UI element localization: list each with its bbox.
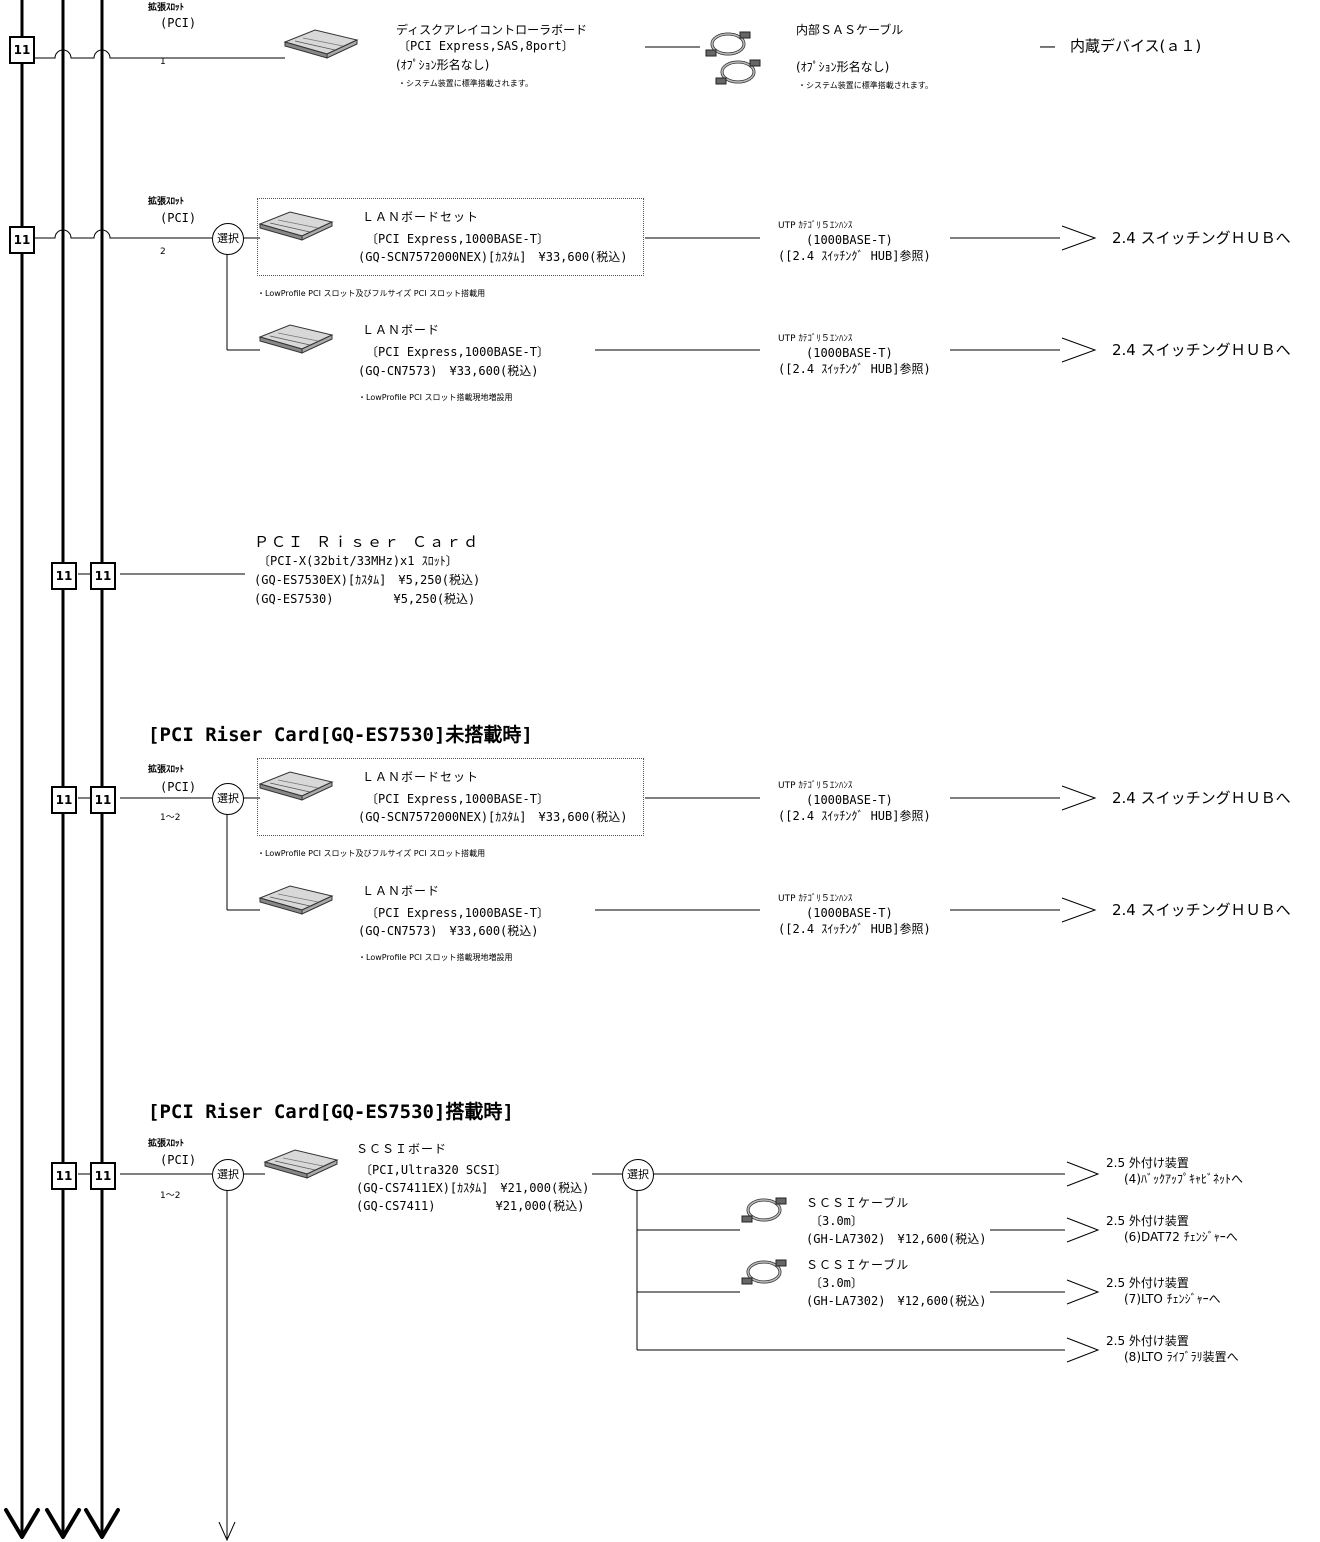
section-heading-without-riser: [PCI Riser Card[GQ-ES7530]未搭載時] [148,724,533,746]
utp-cable-l2: (1000BASE-T) [806,233,893,247]
section-heading-with-riser: [PCI Riser Card[GQ-ES7530]搭載時] [148,1101,514,1123]
utp-cable-l3: ([2.4 ｽｲｯﾁﾝｸﾞ HUB]参照) [778,922,931,936]
select-node: 選択 [212,1159,244,1191]
select-node: 選択 [212,783,244,815]
select-node: 選択 [212,223,244,255]
lan-board-note: ・LowProfile PCI スロット搭載現地増設用 [358,393,513,402]
utp-cable-l3: ([2.4 ｽｲｯﾁﾝｸﾞ HUB]参照) [778,809,931,823]
utp-cable-l2: (1000BASE-T) [806,793,893,807]
scsi-cable-length: 〔3.0m〕 [810,1214,863,1228]
scsi-board-model2: (GQ-CS7411) ¥21,000(税込) [356,1199,585,1213]
bus-label-11: 11 [51,562,77,590]
slot-title: 拡張ｽﾛｯﾄ [148,1139,185,1149]
utp-cable-l3: ([2.4 ｽｲｯﾁﾝｸﾞ HUB]参照) [778,362,931,376]
lan-board-note: ・LowProfile PCI スロット搭載現地増設用 [358,953,513,962]
riser-card-spec: 〔PCI-X(32bit/33MHz)x1 ｽﾛｯﾄ〕 [258,554,458,568]
disk-array-board-spec: 〔PCI Express,SAS,8port〕 [398,39,574,53]
utp-cable-l3: ([2.4 ｽｲｯﾁﾝｸﾞ HUB]参照) [778,249,931,263]
slot-title: 拡張ｽﾛｯﾄ [148,3,185,13]
switching-hub-dest: 2.4 スイッチングＨＵＢへ [1112,229,1291,247]
external-dest3-l2: (7)LTO ﾁｪﾝｼﾞｬｰへ [1124,1292,1221,1306]
switching-hub-dest: 2.4 スイッチングＨＵＢへ [1112,789,1291,807]
utp-cable-l1: UTP ｶﾃｺﾞﾘ５ｴﾝﾊﾝｽ [778,221,853,231]
sas-cable-name: 内部ＳＡＳケーブル [796,23,904,37]
lan-board-model: (GQ-CN7573) ¥33,600(税込) [358,364,539,378]
riser-card-model1: (GQ-ES7530EX)[ｶｽﾀﾑ] ¥5,250(税込) [254,573,481,587]
slot-number: 2 [160,247,166,257]
lan-board-set-note: ・LowProfile PCI スロット及びフルサイズ PCI スロット搭載用 [257,849,486,858]
slot-type: (PCI) [160,211,197,225]
scsi-cable-model: (GH-LA7302) ¥12,600(税込) [806,1294,987,1308]
switching-hub-dest: 2.4 スイッチングＨＵＢへ [1112,341,1291,359]
external-dest1-l1: 2.5 外付け装置 [1106,1156,1189,1170]
scsi-cable-model: (GH-LA7302) ¥12,600(税込) [806,1232,987,1246]
bus-label-11: 11 [9,36,35,64]
scsi-cable-name: ＳＣＳＩケーブル [806,1258,910,1272]
slot-type: (PCI) [160,780,197,794]
slot-title: 拡張ｽﾛｯﾄ [148,765,185,775]
slot-number: 1～2 [160,1191,181,1201]
lan-board-name: ＬＡＮボード [362,323,441,337]
lan-board-spec: 〔PCI Express,1000BASE-T〕 [366,345,549,359]
bus-label-11: 11 [51,1162,77,1190]
disk-array-board-option: (ｵﾌﾟｼｮﾝ形名なし) [396,58,490,72]
lan-board-set-name: ＬＡＮボードセット [362,770,480,784]
scsi-board-name: ＳＣＳＩボード [356,1142,448,1156]
lan-board-set-model: (GQ-SCN7572000NEX)[ｶｽﾀﾑ] ¥33,600(税込) [358,250,628,264]
lan-board-model: (GQ-CN7573) ¥33,600(税込) [358,924,539,938]
external-dest2-l1: 2.5 外付け装置 [1106,1214,1189,1228]
slot-number: 1 [160,57,166,67]
lan-board-set-note: ・LowProfile PCI スロット及びフルサイズ PCI スロット搭載用 [257,289,486,298]
scsi-board-spec: 〔PCI,Ultra320 SCSI〕 [360,1163,507,1177]
utp-cable-l2: (1000BASE-T) [806,906,893,920]
external-dest4-l1: 2.5 外付け装置 [1106,1334,1189,1348]
switching-hub-dest: 2.4 スイッチングＨＵＢへ [1112,901,1291,919]
lan-board-set-box [257,198,644,276]
bus-label-11: 11 [90,786,116,814]
lan-board-set-model: (GQ-SCN7572000NEX)[ｶｽﾀﾑ] ¥33,600(税込) [358,810,628,824]
slot-title: 拡張ｽﾛｯﾄ [148,197,185,207]
lan-board-spec: 〔PCI Express,1000BASE-T〕 [366,906,549,920]
utp-cable-l1: UTP ｶﾃｺﾞﾘ５ｴﾝﾊﾝｽ [778,781,853,791]
slot-number: 1～2 [160,813,181,823]
lan-board-set-name: ＬＡＮボードセット [362,210,480,224]
riser-card-model2: (GQ-ES7530) ¥5,250(税込) [254,592,476,606]
disk-array-board-note: ・システム装置に標準搭載されます。 [398,79,533,88]
select-node: 選択 [622,1159,654,1191]
external-dest4-l2: (8)LTO ﾗｲﾌﾞﾗﾘ装置へ [1124,1350,1239,1364]
lan-board-set-box [257,758,644,836]
lan-board-set-spec: 〔PCI Express,1000BASE-T〕 [366,792,549,806]
sas-cable-note: ・システム装置に標準搭載されます。 [798,81,933,90]
riser-card-name: ＰＣＩ Ｒｉｓｅｒ Ｃａｒｄ [254,533,481,551]
scsi-board-model1: (GQ-CS7411EX)[ｶｽﾀﾑ] ¥21,000(税込) [356,1181,590,1195]
lan-board-name: ＬＡＮボード [362,884,441,898]
utp-cable-l2: (1000BASE-T) [806,346,893,360]
sas-cable-option: (ｵﾌﾟｼｮﾝ形名なし) [796,60,890,74]
external-dest2-l2: (6)DAT72 ﾁｪﾝｼﾞｬｰへ [1124,1230,1238,1244]
bus-label-11: 11 [51,786,77,814]
external-dest1-l2: (4)ﾊﾞｯｸｱｯﾌﾟｷｬﾋﾞﾈｯﾄへ [1124,1172,1243,1186]
utp-cable-l1: UTP ｶﾃｺﾞﾘ５ｴﾝﾊﾝｽ [778,894,853,904]
utp-cable-l1: UTP ｶﾃｺﾞﾘ５ｴﾝﾊﾝｽ [778,334,853,344]
bus-label-11: 11 [90,1162,116,1190]
disk-array-board-name: ディスクアレイコントローラボード [396,23,588,37]
external-dest3-l1: 2.5 外付け装置 [1106,1276,1189,1290]
internal-device-dest: ― 内蔵デバイス(ａ１) [1040,37,1202,55]
slot-type: (PCI) [160,16,197,30]
bus-label-11: 11 [9,226,35,254]
scsi-cable-name: ＳＣＳＩケーブル [806,1196,910,1210]
lan-board-set-spec: 〔PCI Express,1000BASE-T〕 [366,232,549,246]
slot-type: (PCI) [160,1153,197,1167]
scsi-cable-length: 〔3.0m〕 [810,1276,863,1290]
bus-label-11: 11 [90,562,116,590]
